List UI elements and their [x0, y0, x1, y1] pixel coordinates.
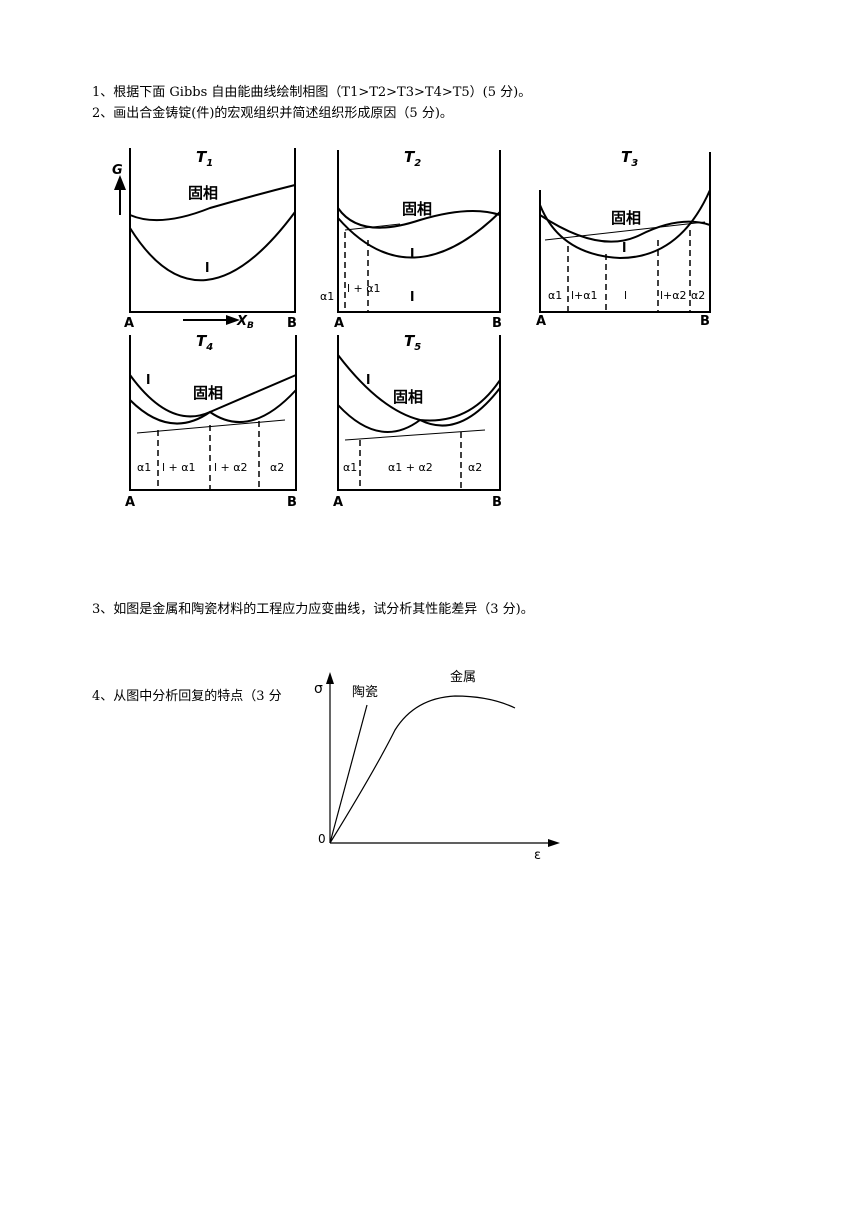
- question-2: 2、画出合金铸锭(件)的宏观组织并简述组织形成原因（5 分)。: [92, 106, 453, 121]
- t4-phase-alpha1: α1: [137, 461, 151, 474]
- g-axis-arrow-icon: [114, 175, 126, 190]
- t3-liquid-label: l: [622, 241, 626, 256]
- t2-phase-alpha1: α1: [320, 290, 334, 303]
- t3-solid-label: 固相: [611, 209, 641, 227]
- panel-t5: [337, 335, 501, 491]
- sigma-label: σ: [314, 681, 323, 697]
- xb-axis-label: XB: [236, 314, 254, 331]
- t2-b-label: B: [492, 316, 502, 331]
- t3-b-label: B: [700, 314, 710, 329]
- panel-title-t4: T4: [196, 332, 213, 353]
- xb-axis-arrow-icon: [226, 315, 240, 325]
- t5-phase-alpha2: α2: [468, 461, 482, 474]
- t2-liquid-label: l: [410, 247, 414, 262]
- t4-solid-label: 固相: [193, 384, 223, 402]
- panel-title-t3: T3: [621, 148, 638, 169]
- epsilon-label: ε: [534, 848, 541, 863]
- t3-phase-alpha1: α1: [548, 289, 562, 302]
- t1-solid-label: 固相: [188, 184, 218, 202]
- t2-phase-l-alpha1: l + α1: [347, 282, 381, 295]
- g-axis-label: G: [112, 163, 123, 178]
- epsilon-arrow-icon: [548, 839, 560, 847]
- t5-phase-alpha1-alpha2: α1 + α2: [388, 461, 433, 474]
- sigma-arrow-icon: [326, 672, 334, 684]
- panel-t4: [129, 335, 297, 491]
- t5-b-label: B: [492, 495, 502, 510]
- t5-solid-label: 固相: [393, 388, 423, 406]
- t2-phase-l: l: [410, 290, 414, 305]
- panel-title-t2: T2: [404, 148, 421, 169]
- t3-phase-l: l: [624, 289, 627, 302]
- gibbs-free-energy-figure: T1 T2 T3 T4 T5 G XB A B A B A B A B A B …: [112, 148, 711, 510]
- question-1: 1、根据下面 Gibbs 自由能曲线绘制相图（T1>T2>T3>T4>T5）(5…: [92, 85, 532, 100]
- t3-phase-l-alpha2: l+α2: [660, 289, 687, 302]
- ceramic-curve: [329, 704, 368, 844]
- question-3: 3、如图是金属和陶瓷材料的工程应力应变曲线，试分析其性能差异（3 分)。: [92, 602, 534, 617]
- t5-liquid-label: l: [366, 373, 370, 388]
- t4-phase-alpha2: α2: [270, 461, 284, 474]
- t1-b-label: B: [287, 316, 297, 331]
- panel-t2: [337, 150, 501, 313]
- panel-t3: [539, 152, 711, 313]
- ceramic-label: 陶瓷: [352, 684, 378, 700]
- t5-a-label: A: [333, 495, 343, 510]
- t4-liquid-label: l: [146, 373, 150, 388]
- origin-label: 0: [318, 832, 326, 846]
- panel-title-t1: T1: [196, 148, 213, 169]
- question-4: 4、从图中分析回复的特点（3 分: [92, 689, 282, 704]
- panel-title-t5: T5: [404, 332, 421, 353]
- metal-curve: [329, 695, 516, 844]
- t5-phase-alpha1: α1: [343, 461, 357, 474]
- t1-a-label: A: [124, 316, 134, 331]
- t3-a-label: A: [536, 314, 546, 329]
- t3-phase-alpha2: α2: [691, 289, 705, 302]
- t4-b-label: B: [287, 495, 297, 510]
- stress-strain-figure: σ ε 0 陶瓷 金属: [314, 669, 560, 863]
- panel-t1: [129, 148, 296, 313]
- t2-a-label: A: [334, 316, 344, 331]
- t2-solid-label: 固相: [402, 200, 432, 218]
- t4-phase-l-alpha2: l + α2: [214, 461, 248, 474]
- t4-phase-l-alpha1: l + α1: [162, 461, 196, 474]
- t1-liquid-label: l: [205, 261, 209, 276]
- metal-label: 金属: [450, 669, 476, 685]
- t3-phase-l-alpha1: l+α1: [571, 289, 598, 302]
- t4-a-label: A: [125, 495, 135, 510]
